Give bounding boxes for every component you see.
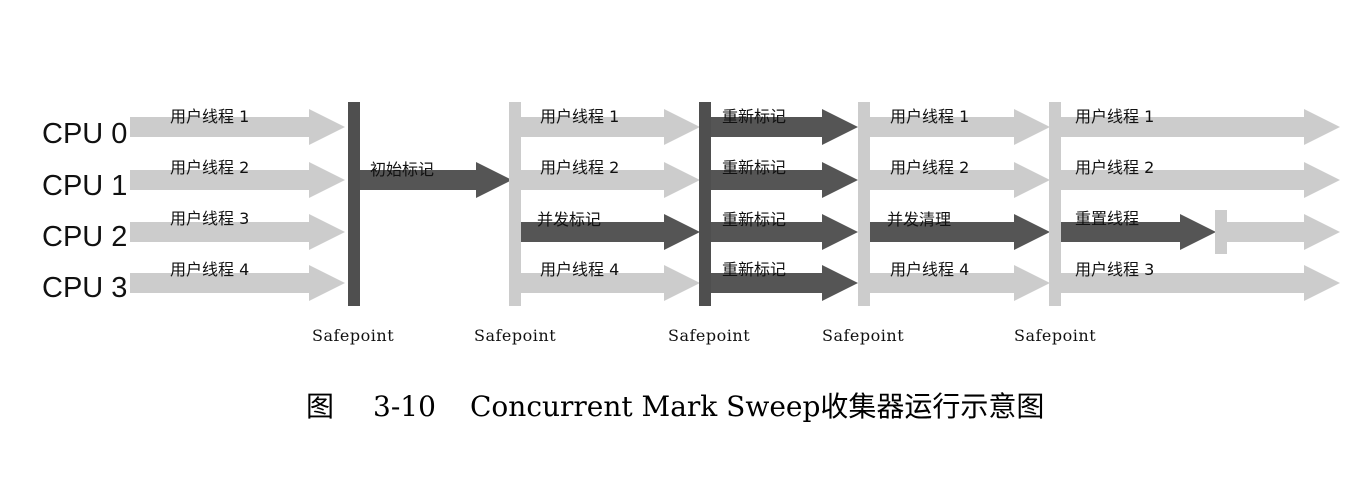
caption-number: 3-10 [373,390,436,423]
initial-mark-arrow [354,162,512,198]
thread-label: 用户线程 4 [170,260,249,279]
remark-arrow [708,214,858,250]
caption-figure: 图 [306,390,334,423]
thread-label: 用户线程 2 [540,158,619,177]
caption-title: Concurrent Mark Sweep收集器运行示意图 [470,390,1044,423]
user-thread-arrow [1058,162,1340,198]
user-thread-arrow [130,162,345,198]
safepoint-label: Safepoint [312,326,394,345]
user-thread-arrow [1058,265,1340,301]
remark-arrow [708,265,858,301]
thread-label: 用户线程 1 [890,107,969,126]
reset-thread-label: 重置线程 [1075,209,1139,228]
user-thread-arrow [1226,214,1340,250]
user-thread-arrow [866,109,1050,145]
cpu-label-0: CPU 0 [42,118,127,150]
remark-label: 重新标记 [722,210,786,229]
user-thread-arrow [519,109,700,145]
safepoint-label: Safepoint [474,326,556,345]
safepoint-bar [348,102,360,306]
user-thread-arrow [130,109,345,145]
user-thread-arrow [519,265,700,301]
user-thread-arrow [130,265,345,301]
cpu-label-2: CPU 2 [42,221,127,253]
safepoint-bar [1049,102,1061,306]
safepoint-label: Safepoint [822,326,904,345]
remark-label: 重新标记 [722,107,786,126]
user-thread-arrow [519,162,700,198]
concurrent-sweep-label: 并发清理 [887,210,951,229]
arrow-layer [130,109,1340,301]
remark-arrow [708,162,858,198]
thread-label: 用户线程 3 [170,209,249,228]
concurrent-mark-label: 并发标记 [537,210,601,229]
thread-label: 用户线程 1 [540,107,619,126]
user-thread-arrow [866,265,1050,301]
safepoint-bar [858,102,870,306]
safepoint-label: Safepoint [1014,326,1096,345]
thread-label: 用户线程 2 [890,158,969,177]
thread-label: 用户线程 2 [1075,158,1154,177]
thread-label: 用户线程 1 [1075,107,1154,126]
user-thread-arrow [866,162,1050,198]
user-thread-arrow [130,214,345,250]
thread-label: 用户线程 1 [170,107,249,126]
thread-label: 用户线程 4 [540,260,619,279]
initial-mark-label: 初始标记 [370,160,434,179]
cpu-label-3: CPU 3 [42,272,127,304]
concurrent-mark-arrow [519,214,700,250]
safepoint-bar [699,102,711,306]
remark-label: 重新标记 [722,158,786,177]
reset-end-bar [1215,210,1227,254]
thread-label: 用户线程 3 [1075,260,1154,279]
remark-arrow [708,109,858,145]
reset-thread-arrow [1058,214,1216,250]
cpu-label-1: CPU 1 [42,170,127,202]
remark-label: 重新标记 [722,260,786,279]
thread-label: 用户线程 4 [890,260,969,279]
concurrent-sweep-arrow [866,214,1050,250]
safepoint-bar [509,102,521,306]
safepoint-bar-layer [348,102,1227,306]
safepoint-label: Safepoint [668,326,750,345]
thread-label: 用户线程 2 [170,158,249,177]
user-thread-arrow [1058,109,1340,145]
